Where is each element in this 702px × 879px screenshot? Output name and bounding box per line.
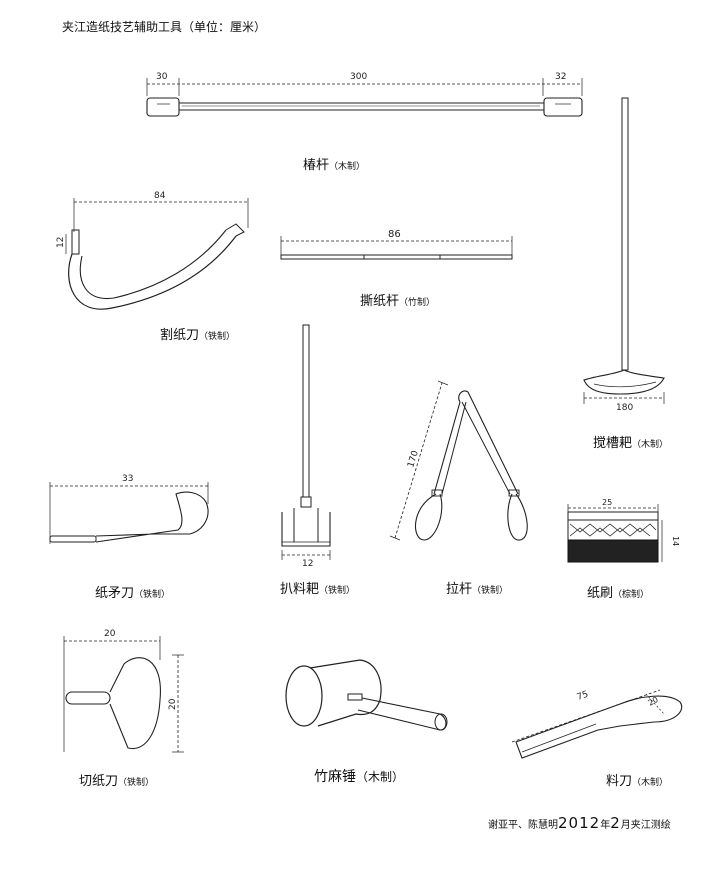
pole-drawing: 30 300 32 [146, 72, 583, 117]
credit-line: 谢亚平、陈慧明2012年2月夹江测绘 [488, 814, 671, 832]
caption-pole: 椿杆（木制） [303, 158, 366, 173]
pole-dim-right: 32 [555, 72, 566, 82]
raking-tool-dim: 12 [302, 559, 313, 569]
pulling-tongs-dim: 170 [406, 449, 421, 469]
bamboo-hammer-drawing [285, 659, 448, 731]
paper-cutter-dim-width: 20 [104, 629, 116, 639]
cutting-knife-dim-length: 84 [154, 191, 166, 201]
spear-knife-dim: 33 [122, 474, 133, 484]
caption-cutting-knife: 割纸刀（铁制） [160, 328, 236, 343]
material-knife-dim-length: 75 [576, 690, 590, 703]
paper-brush-dim-height: 14 [671, 536, 680, 546]
pulling-tongs-drawing: 170 [389, 380, 528, 541]
caption-paper-cutter: 切纸刀（铁制） [79, 774, 155, 789]
paper-brush-drawing: 25 14 [567, 498, 680, 563]
tearing-rod-drawing: 86 [280, 229, 513, 260]
spear-knife-drawing: 33 [49, 474, 209, 544]
material-knife-dim-width: 20 [647, 695, 660, 708]
page-title: 夹江造纸技艺辅助工具（单位：厘米） [62, 20, 267, 34]
cutting-knife-dim-height: 12 [56, 237, 66, 248]
caption-raking-tool: 扒料耙（铁制） [280, 582, 356, 597]
stirring-rake-dim: 180 [616, 403, 633, 413]
pole-dim-left: 30 [156, 72, 168, 82]
caption-bamboo-hammer: 竹麻锤（木制） [314, 769, 405, 785]
caption-stirring-rake: 搅槽耙（木制） [593, 436, 669, 451]
caption-material-knife: 料刀（木制） [606, 774, 669, 789]
raking-tool-drawing: 12 [281, 324, 331, 569]
caption-pulling-tongs: 拉杆（铁制） [446, 582, 509, 597]
paper-cutter-drawing: 20 20 [63, 629, 184, 753]
material-knife-drawing: 75 20 [511, 689, 683, 759]
paper-brush-dim-width: 25 [602, 498, 612, 507]
cutting-knife-drawing: 84 12 [56, 191, 249, 310]
caption-spear-knife: 纸矛刀（铁制） [95, 586, 171, 601]
paper-cutter-dim-height: 20 [168, 698, 178, 710]
caption-paper-brush: 纸刷（棕制） [587, 586, 650, 601]
tearing-rod-dim: 86 [388, 229, 401, 240]
stirring-rake-drawing: 180 [583, 97, 665, 413]
pole-dim-middle: 300 [350, 72, 367, 82]
caption-tearing-rod: 撕纸杆（竹制） [360, 294, 436, 309]
